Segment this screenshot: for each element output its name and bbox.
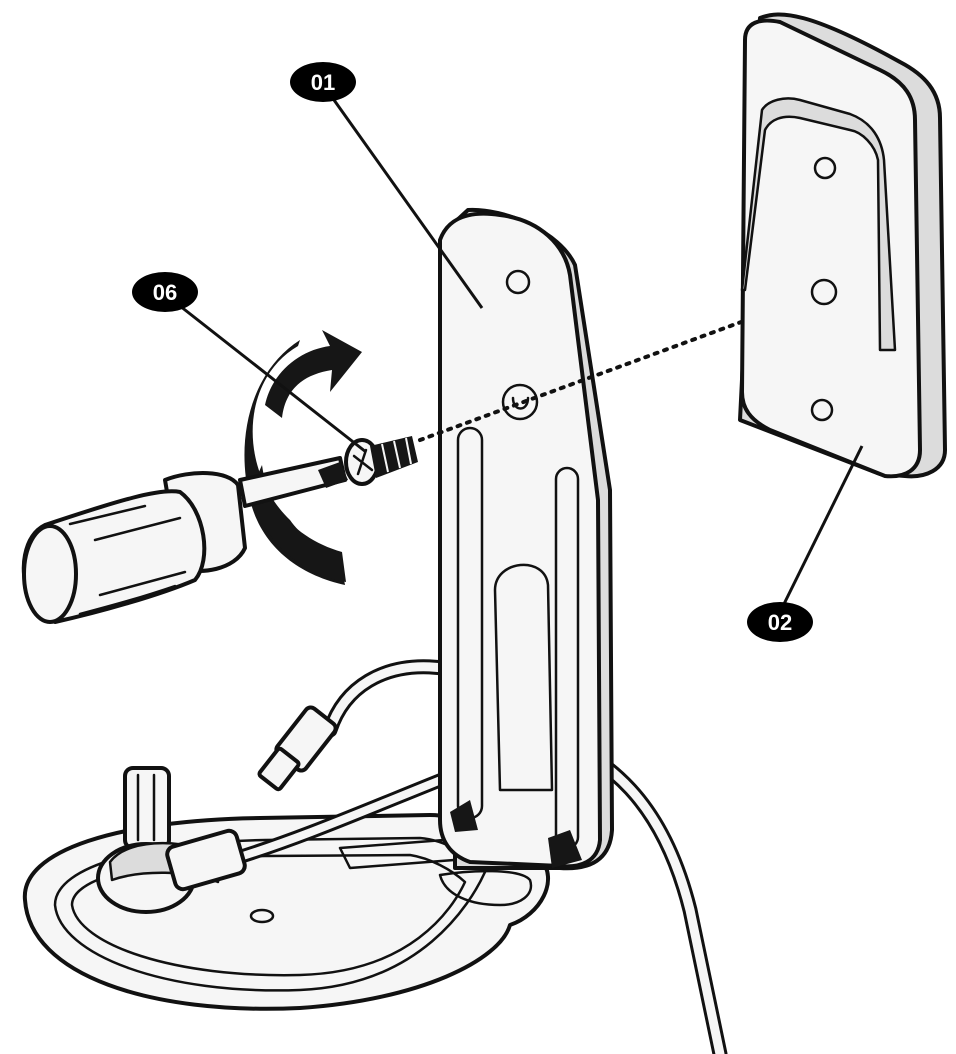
leader-line-02 <box>780 445 864 609</box>
rotation-arrow-icon <box>244 330 362 585</box>
screwdriver <box>21 456 348 624</box>
mounting-plate <box>738 12 947 479</box>
callout-06-label: 06 <box>153 280 177 305</box>
mounting-bracket <box>438 207 614 871</box>
leader-line-06 <box>179 304 367 454</box>
callout-02-label: 02 <box>768 610 792 635</box>
callout-01: 01 <box>290 62 356 102</box>
callout-02: 02 <box>747 602 813 642</box>
leader-lines <box>179 99 864 609</box>
base-connector <box>96 766 247 914</box>
callout-01-label: 01 <box>311 70 335 95</box>
leader-line-01 <box>332 99 484 309</box>
cable-connector <box>257 705 338 792</box>
screw <box>344 436 418 486</box>
callout-06: 06 <box>132 272 198 312</box>
